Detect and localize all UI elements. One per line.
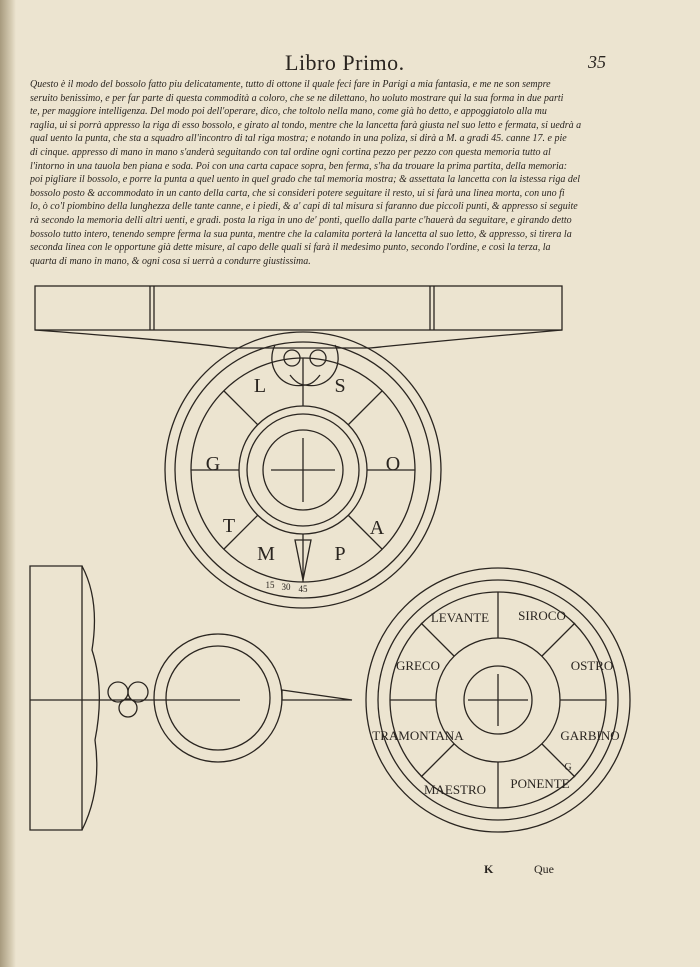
body-line: seconda linea con le opportune già dette… — [30, 242, 551, 254]
body-line: Questo è il modo del bossolo fatto piu d… — [30, 79, 551, 90]
wind-rose-letter: G — [564, 762, 571, 773]
body-paragraph: Questo è il modo del bossolo fatto piu d… — [30, 78, 642, 268]
side-ruler — [29, 565, 240, 831]
body-line: poi pigliare il bossolo, e porre la punt… — [30, 174, 581, 186]
body-line: raglia, ui si porrà appresso la riga di … — [30, 119, 582, 131]
body-line: l'intorno in una tauola ben piana e soda… — [30, 160, 568, 172]
body-line: te, per maggiore intelligenza. Del modo … — [30, 106, 547, 118]
catchword: Que — [534, 862, 554, 876]
body-line: di cinque. appresso di mano in mano s'an… — [30, 146, 551, 158]
running-title: Libro Primo. — [285, 50, 405, 75]
wind-name: PONENTE — [510, 776, 569, 791]
scale-number: 30 — [282, 582, 292, 592]
compass-letter: L — [254, 375, 266, 397]
wind-name: OSTRO — [571, 658, 614, 673]
wind-name: GRECO — [396, 658, 440, 673]
compass-letter: P — [334, 543, 345, 565]
hinge-ornament — [271, 344, 339, 387]
body-line: lo, ò co'l piombino della lunghezza dell… — [30, 201, 578, 213]
sighting-ruler — [34, 285, 563, 349]
compass-letter: M — [257, 543, 275, 565]
compass-letter: G — [206, 453, 220, 475]
compass-letter: T — [223, 515, 235, 537]
body-line: quarta di mano in mano, & ogni cosa si u… — [30, 255, 311, 267]
compass-letter: O — [386, 453, 400, 475]
page-number: 35 — [588, 52, 606, 72]
compass-letter: A — [370, 517, 385, 539]
upper-compass-dial — [164, 331, 442, 609]
body-line: bossolo tutto intero, tenendo sempre fer… — [30, 228, 572, 240]
wind-name: GARBINO — [560, 728, 619, 743]
wind-name: MAESTRO — [424, 782, 486, 797]
compass-ring-detached — [153, 633, 353, 763]
wind-name: SIROCO — [518, 608, 566, 623]
wind-rose-dial — [365, 567, 631, 833]
body-line: bossolo posto & accommodato in un canto … — [30, 187, 565, 199]
page-spine-shadow — [0, 0, 16, 967]
wind-name: TRAMONTANA — [372, 728, 464, 743]
body-line: seruito benissimo, e per far parte di qu… — [30, 92, 564, 104]
scale-number: 45 — [299, 584, 309, 594]
scale-number: 15 — [266, 580, 276, 590]
body-line: qual uento la punta, che sta a squadro a… — [30, 133, 567, 145]
compass-illustration: S O A P M T G L 15 30 45 SIROCO OSTRO GA… — [29, 285, 631, 833]
compass-letter: S — [334, 375, 345, 397]
body-line: rà secondo la memoria delli altri uenti,… — [30, 214, 572, 226]
compass-woodcut-figure: S O A P M T G L 15 30 45 SIROCO OSTRO GA… — [20, 270, 680, 850]
wind-name: LEVANTE — [431, 610, 489, 625]
signature-mark: K — [484, 862, 494, 876]
